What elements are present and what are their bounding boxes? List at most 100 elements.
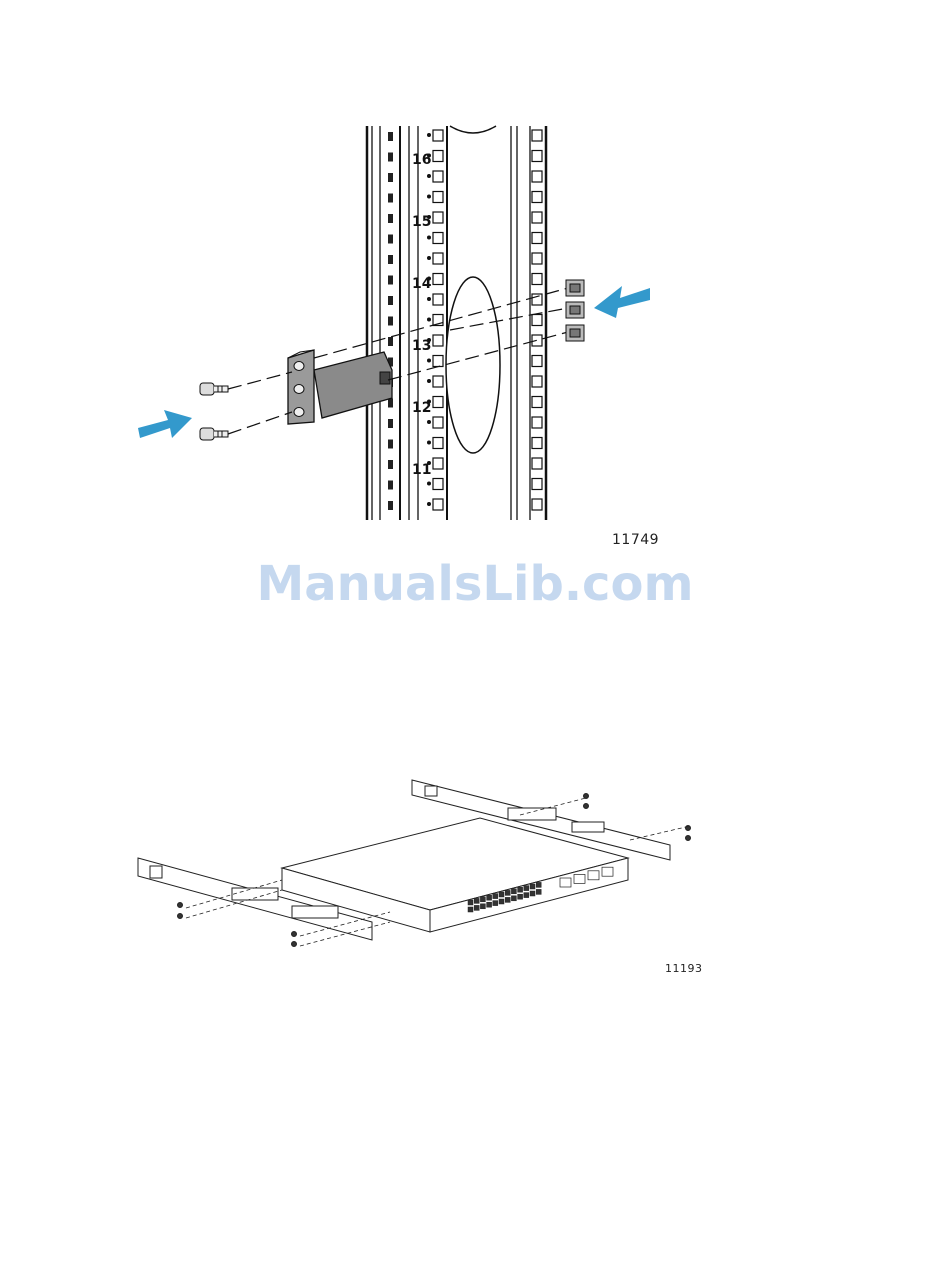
port bbox=[602, 867, 613, 876]
rail-hole bbox=[532, 479, 542, 490]
port bbox=[574, 874, 585, 883]
rail-hole bbox=[433, 438, 443, 449]
rail-hole bbox=[433, 233, 443, 244]
rail-hole bbox=[388, 296, 393, 305]
rail-hole bbox=[388, 276, 393, 285]
rail-hole bbox=[433, 212, 443, 223]
port bbox=[518, 887, 523, 892]
rail-hole bbox=[388, 419, 393, 428]
rail-hole bbox=[388, 399, 393, 408]
port bbox=[524, 893, 529, 898]
rail-hole bbox=[532, 233, 542, 244]
rail-hole bbox=[388, 460, 393, 469]
rail-hole bbox=[427, 195, 431, 199]
rail-hole bbox=[433, 458, 443, 469]
port bbox=[480, 904, 485, 909]
rail-hole bbox=[388, 317, 393, 326]
rail-hole bbox=[532, 130, 542, 141]
cage-nut-icon bbox=[566, 280, 584, 296]
rail-hole bbox=[427, 256, 431, 260]
rail-hole bbox=[427, 502, 431, 506]
rail-hole bbox=[427, 174, 431, 178]
rail-hole bbox=[433, 192, 443, 203]
figure-id-label: 11749 bbox=[612, 532, 659, 548]
rail-hole bbox=[388, 153, 393, 162]
rail-hole bbox=[388, 337, 393, 346]
port bbox=[588, 871, 599, 880]
rail-hole bbox=[532, 253, 542, 264]
port bbox=[474, 898, 479, 903]
rail-hole bbox=[388, 235, 393, 244]
rail-hole bbox=[532, 171, 542, 182]
rail-hole bbox=[388, 255, 393, 264]
port bbox=[518, 894, 523, 899]
rail-hole bbox=[532, 294, 542, 305]
screw-icon bbox=[584, 804, 589, 809]
rack-unit-label: 12 bbox=[412, 400, 431, 416]
port bbox=[505, 890, 510, 895]
screw-icon bbox=[292, 932, 297, 937]
rail-hole bbox=[532, 335, 542, 346]
rail-hole bbox=[433, 417, 443, 428]
screw-icon bbox=[200, 428, 228, 440]
arrow-right-icon bbox=[138, 410, 192, 438]
port bbox=[511, 889, 516, 894]
port bbox=[560, 878, 571, 887]
port bbox=[480, 897, 485, 902]
rack-unit-labels: 16 15 14 13 12 11 bbox=[412, 152, 432, 478]
screw-icon bbox=[200, 383, 228, 395]
port bbox=[474, 905, 479, 910]
port bbox=[468, 900, 473, 905]
port bbox=[536, 882, 541, 887]
rail-hole bbox=[532, 417, 542, 428]
cage-nut-icon bbox=[566, 302, 584, 318]
rail-hole bbox=[532, 192, 542, 203]
port bbox=[487, 902, 492, 907]
rail-hole bbox=[433, 274, 443, 285]
rail-hole bbox=[388, 481, 393, 490]
screw-icon bbox=[292, 942, 297, 947]
rack-bracket-figure: 16 15 14 13 12 11 bbox=[0, 0, 950, 560]
rail-hole bbox=[532, 458, 542, 469]
rail-hole bbox=[388, 132, 393, 141]
rail-hole bbox=[433, 479, 443, 490]
port bbox=[487, 895, 492, 900]
rail-hole bbox=[532, 397, 542, 408]
rail-hole bbox=[433, 376, 443, 387]
rail-hole bbox=[427, 441, 431, 445]
rack-unit-label: 16 bbox=[412, 152, 431, 168]
rail-hole bbox=[433, 356, 443, 367]
rail-oval-cutout bbox=[446, 277, 500, 453]
rack-unit-label: 15 bbox=[412, 214, 431, 230]
port bbox=[505, 897, 510, 902]
rack-unit-label: 13 bbox=[412, 338, 431, 354]
arrow-left-icon bbox=[594, 286, 650, 318]
rail-hole bbox=[388, 194, 393, 203]
screw-icon bbox=[686, 836, 691, 841]
port bbox=[493, 901, 498, 906]
mounting-bracket bbox=[288, 350, 392, 424]
port bbox=[524, 886, 529, 891]
port bbox=[536, 889, 541, 894]
port bbox=[499, 892, 504, 897]
rail-hole bbox=[433, 171, 443, 182]
watermark: ManualsLib.com bbox=[0, 556, 950, 612]
rail-hole bbox=[532, 212, 542, 223]
rail-hole bbox=[427, 318, 431, 322]
rail-hole bbox=[532, 356, 542, 367]
rail-hole bbox=[427, 379, 431, 383]
rail-hole bbox=[433, 253, 443, 264]
screw-icon bbox=[584, 794, 589, 799]
port bbox=[493, 894, 498, 899]
port bbox=[511, 896, 516, 901]
rail-hole bbox=[532, 151, 542, 162]
rail-hole bbox=[427, 420, 431, 424]
rail-hole bbox=[532, 315, 542, 326]
rail-hole bbox=[433, 294, 443, 305]
port bbox=[530, 891, 535, 896]
rail-hole bbox=[433, 130, 443, 141]
rail-hole bbox=[532, 438, 542, 449]
screw-icon bbox=[178, 903, 183, 908]
rail-hole bbox=[433, 499, 443, 510]
figure-id-label: 11193 bbox=[665, 962, 703, 975]
